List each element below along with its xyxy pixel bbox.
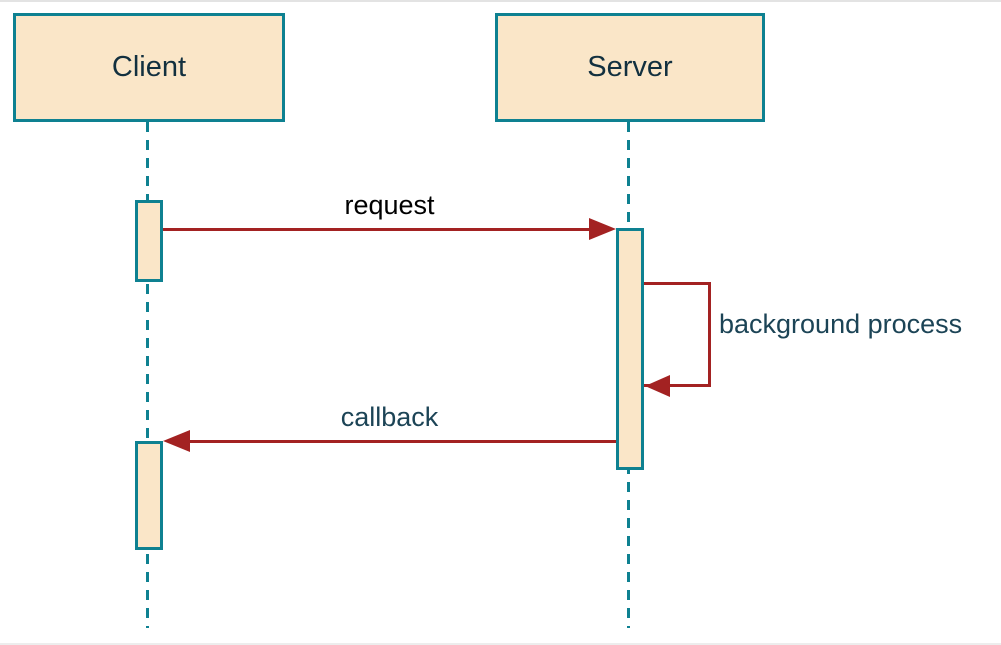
message-label-request: request [344,190,435,220]
message-label-background-process: background process [719,309,963,339]
actor-label-server: Server [587,51,673,83]
actor-box-server: Server [495,13,765,122]
arrowhead-left-icon [645,375,670,397]
activation-bar-client-2 [135,441,163,550]
lifeline-client [146,122,149,628]
arrowhead-right-icon [589,218,616,240]
message-label-callback: callback [340,402,439,432]
actor-label-client: Client [111,51,187,83]
activation-bar-server [616,228,644,470]
message-line-request [163,228,590,231]
bottom-edge-line [0,643,1001,645]
actor-box-client: Client [13,13,285,122]
top-edge-line [0,0,1001,2]
activation-bar-client-1 [135,200,163,282]
message-line-callback [189,440,616,443]
arrowhead-left-icon [163,430,190,452]
message-self-loop-background-process [644,282,711,387]
